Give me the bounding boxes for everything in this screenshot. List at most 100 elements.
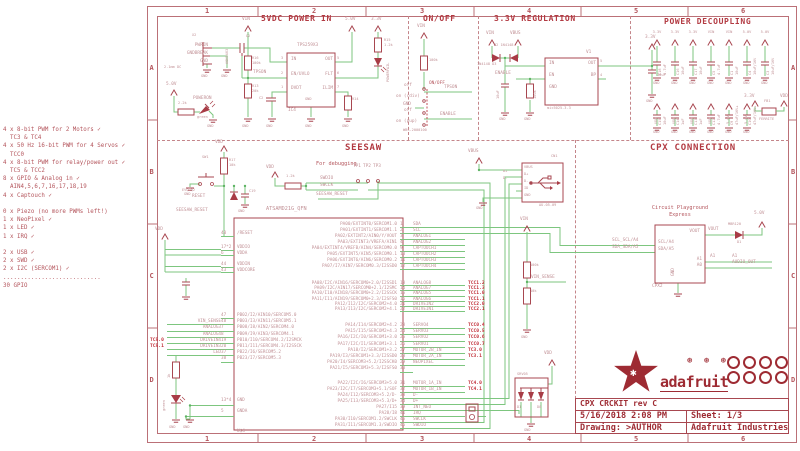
power-jack-label: 2.1mm DC xyxy=(164,65,182,69)
power-q2-label: Q2 xyxy=(246,34,251,38)
net-label: ANALOG3 xyxy=(167,325,221,332)
pin-function-label: PA24/I12/SERCOM3+5.2/D- xyxy=(337,393,398,398)
frame-col-5: 5 xyxy=(634,7,639,15)
dec-top-3-val-label: 4.7uF xyxy=(717,64,721,75)
seesaw-tp1-label: TP1 xyxy=(353,164,361,169)
net-label xyxy=(413,366,465,372)
pin-number: 3 xyxy=(400,234,413,240)
cpx-scl_net-label: SCL_SCL/A4 xyxy=(612,238,639,243)
resistor-body xyxy=(172,361,180,379)
gnd-icon xyxy=(725,77,733,81)
pin-number: 19 xyxy=(221,338,234,344)
net-label: SERVO1 xyxy=(413,342,465,348)
pin-number: 5 xyxy=(221,406,234,417)
common-gnd-label: GND xyxy=(476,206,483,210)
logo-ring-icon xyxy=(775,356,788,369)
power-pin_gnd-label: GND xyxy=(305,97,312,101)
contacts xyxy=(198,87,475,420)
supply-arrow-icon xyxy=(475,157,483,164)
power-r15v-label: 1.2k xyxy=(384,43,393,47)
pin-function-label: PA17/I2C/I1/SERCOM1+3.1 xyxy=(337,341,398,347)
dec-fb-ref-label: FB1 xyxy=(764,99,771,103)
common-gnd-label: GND xyxy=(184,192,191,196)
ic-pin-row-left: 40/RESET xyxy=(150,231,384,237)
seesaw-usb-dm-label: D- xyxy=(524,179,529,183)
dec-top-1-val-label: 10uF xyxy=(681,66,685,75)
pin-number: 1 xyxy=(400,222,413,228)
reg-d2-label: D2 1N4148 xyxy=(494,43,514,47)
power-pin_in-label: IN xyxy=(291,57,297,62)
note-line: 8 x GPIO & Analog in ✓ xyxy=(3,176,80,183)
resistor-body xyxy=(420,55,428,71)
reg-r-label: 100k xyxy=(533,90,537,99)
junction-dot xyxy=(222,184,226,188)
gnd-icon xyxy=(307,118,315,122)
seesaw-tp3-label: TP3 xyxy=(373,164,381,169)
power-green-label: green xyxy=(197,115,208,119)
net-label: ANALOG5 xyxy=(413,291,465,297)
gnd-icon xyxy=(186,419,194,423)
resistor-body xyxy=(344,95,352,111)
power-pwron-label: POWERON xyxy=(193,96,212,101)
mic5025-ic-body xyxy=(544,57,599,106)
supply-arrow-icon xyxy=(671,103,679,110)
pin-function-label: PB03/I3/AIN11/SERCOM5.1 xyxy=(237,319,297,325)
common-gnd-label: GND xyxy=(671,130,678,134)
common-gnd-label: GND xyxy=(671,81,678,85)
dec-top-0-val-label: 4.7uF xyxy=(663,64,667,75)
capacitor-icon xyxy=(707,61,715,66)
pin-number: 13 xyxy=(400,281,413,287)
led-arrows xyxy=(179,66,387,403)
net-label: MOTOR_1B_IN xyxy=(413,387,465,393)
net-label: IRQ xyxy=(413,411,465,417)
seesaw-r10v-label: 10k xyxy=(530,289,537,293)
timer-tag: TCC0.7 xyxy=(468,341,485,347)
resistor-body xyxy=(284,182,302,190)
note-line: 2 x I2C (SERCOM1) ✓ xyxy=(3,266,70,273)
resistor-body xyxy=(523,261,531,279)
net-label xyxy=(167,406,221,417)
power-pin_dvdt-label: DVDT xyxy=(291,86,302,91)
junction-dot xyxy=(525,280,529,284)
common-gnd-label: GND xyxy=(743,130,750,134)
reg-in-label: IN xyxy=(549,61,555,66)
seesaw-esd-part-label: SRV05 xyxy=(517,372,528,376)
reg-n5-label: 5 xyxy=(600,59,603,63)
gnd-icon xyxy=(707,77,715,81)
gnd-icon xyxy=(527,423,535,427)
note-line: 0 x Piezo (no more PWMs left!) xyxy=(3,209,108,216)
pin-number: 38 xyxy=(221,356,234,363)
supply-arrow-icon xyxy=(761,39,769,46)
pin-function-label: VDDIO xyxy=(237,245,250,250)
reg-v33-label: 3.3V xyxy=(645,35,656,40)
common-gnd-label: GND xyxy=(725,81,732,85)
pin-function-label: PA01/EXTINT1/SERCOM1.1 xyxy=(340,228,397,233)
net-label: LED xyxy=(167,350,221,357)
cpx-a1_net-label: A1 xyxy=(710,254,716,259)
power-pwrin-label: PWRIN xyxy=(194,43,208,48)
gnd-icon xyxy=(203,69,211,73)
supply-arrow-icon xyxy=(488,39,496,46)
reg-d3-label: 1N4148 D3 xyxy=(477,62,497,66)
gnd-icon xyxy=(648,94,656,98)
net-label xyxy=(167,395,221,406)
seesaw-usb-dp_net-label: D+ xyxy=(503,169,508,173)
supply-arrow-icon xyxy=(514,39,522,46)
seesaw-led1k-label: 1k xyxy=(167,373,171,378)
common-gnd-label: GND xyxy=(524,193,531,197)
power-v5b-label: 5.0V xyxy=(166,82,177,87)
